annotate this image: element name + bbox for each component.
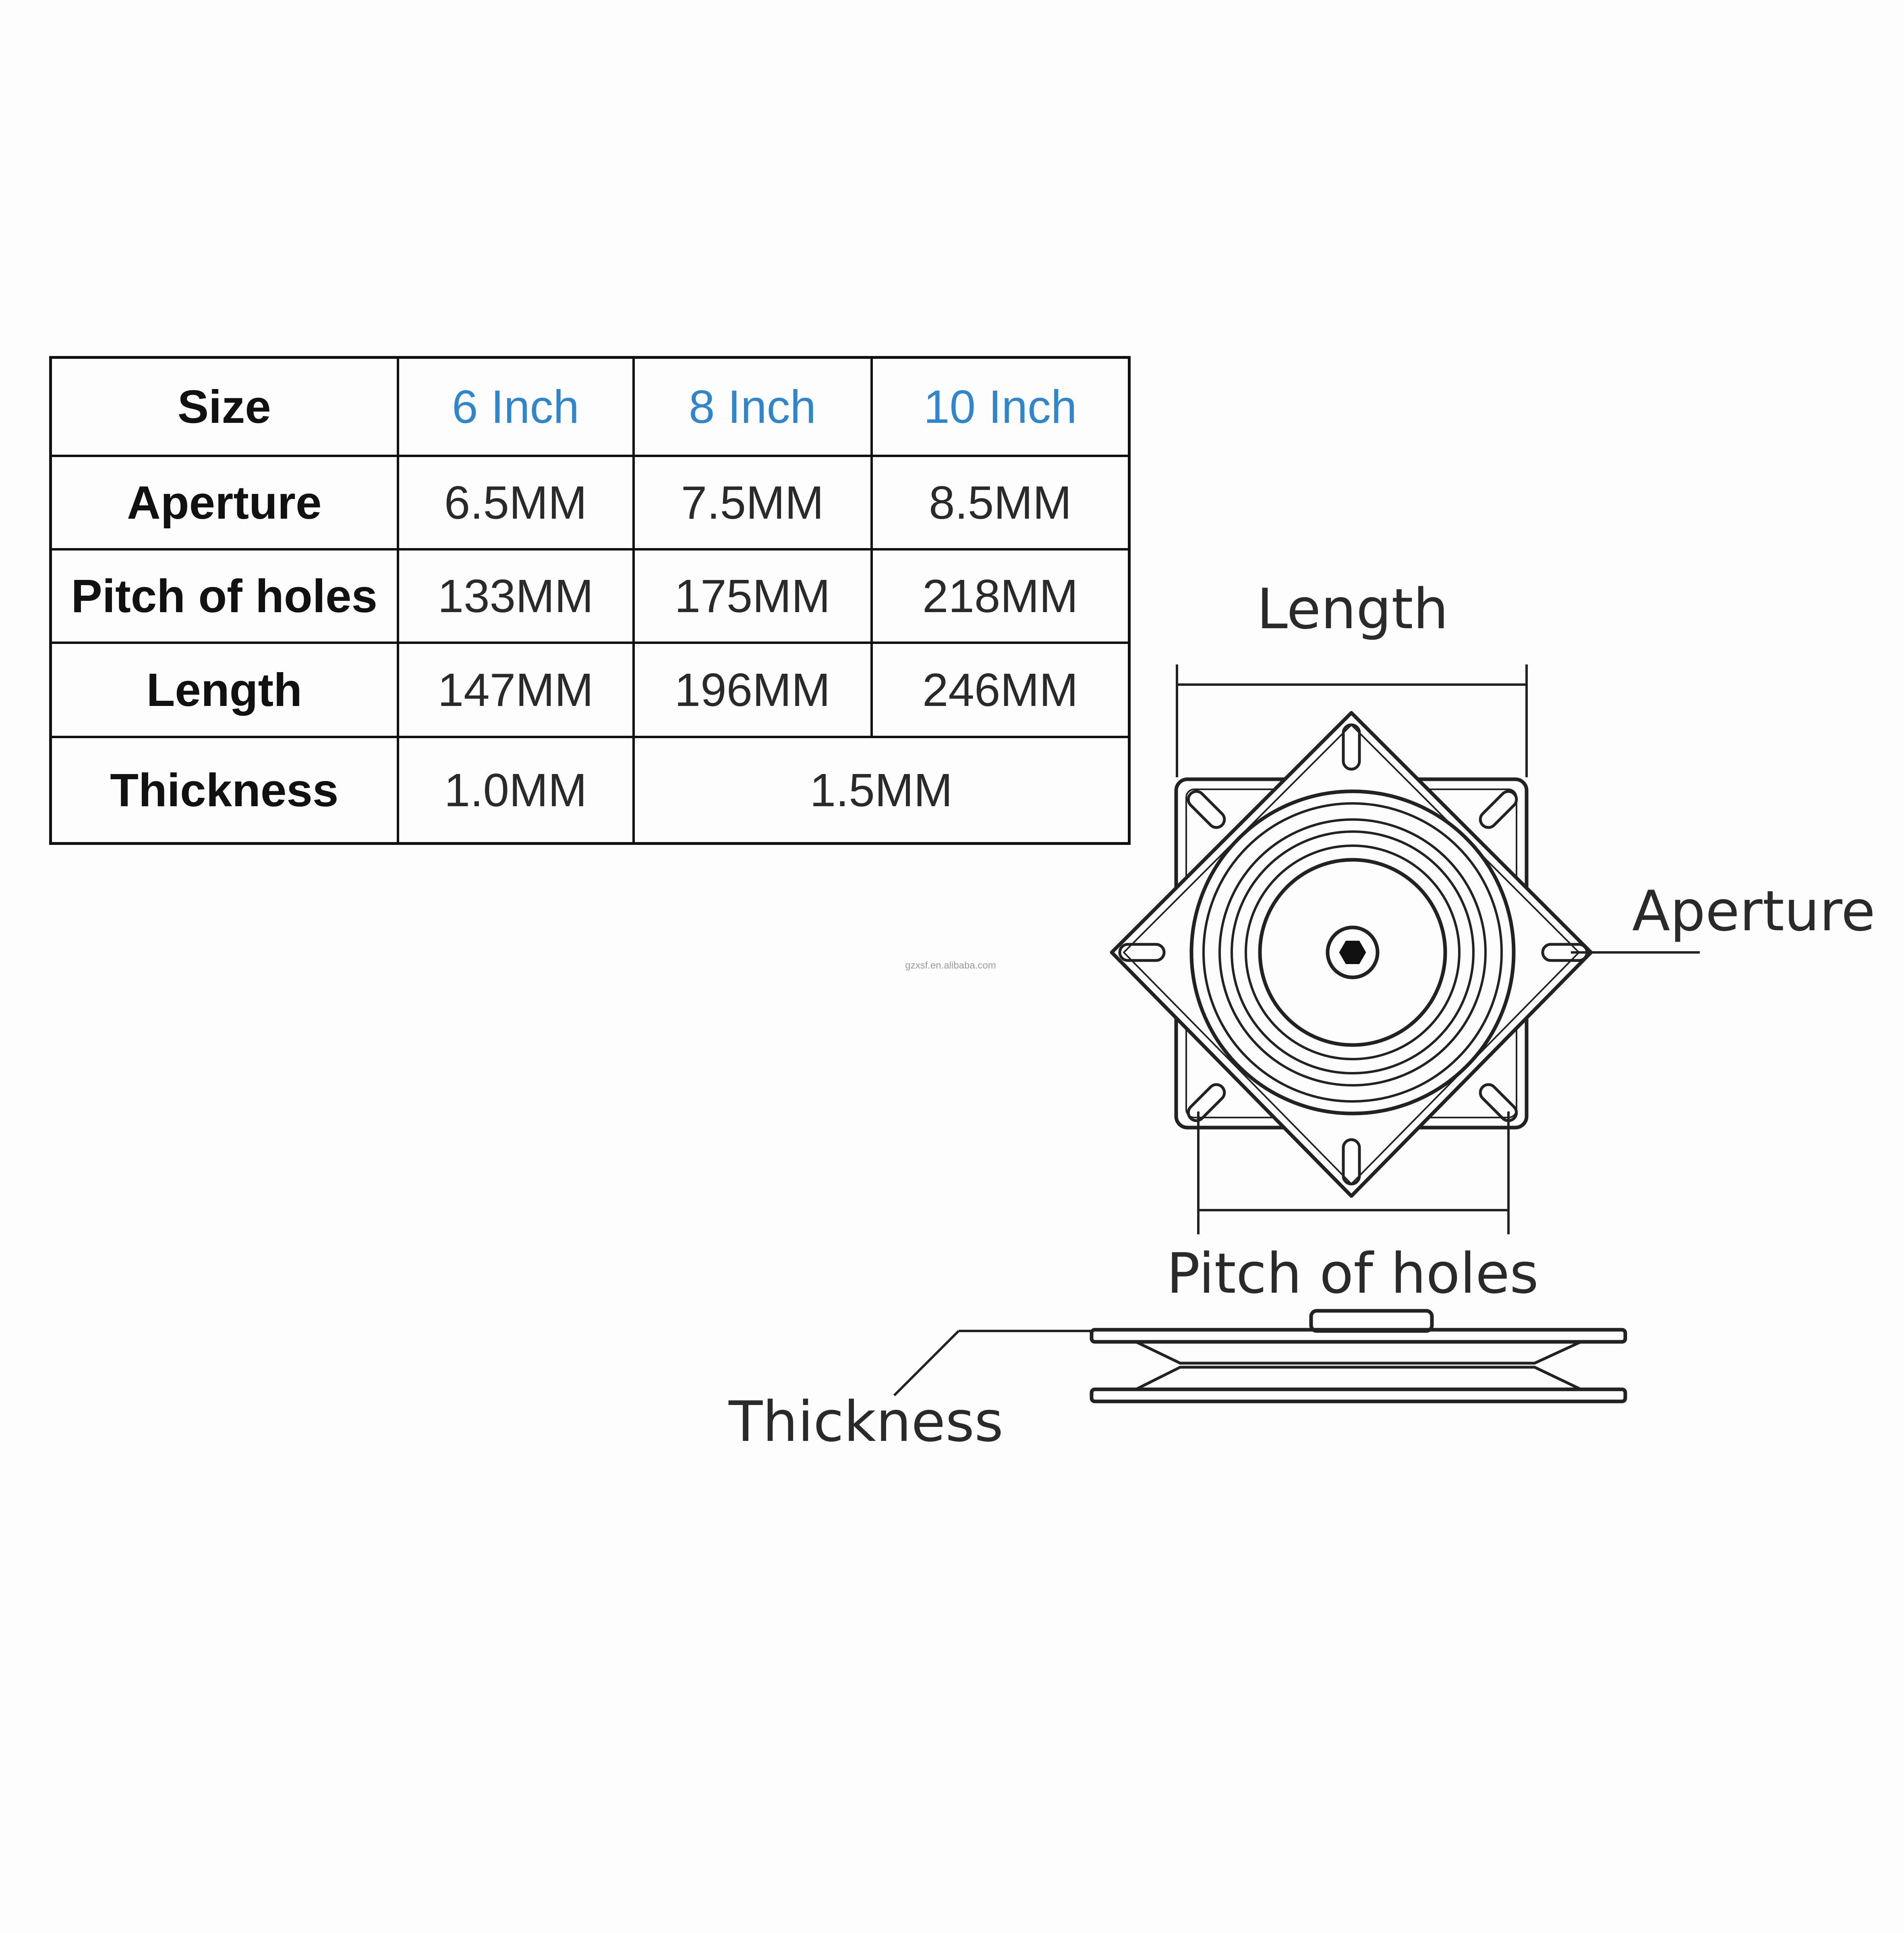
row-label-aperture: Aperture: [49, 454, 399, 551]
table-cell: 7.5MM: [632, 454, 873, 551]
table-cell: 196MM: [632, 641, 873, 738]
length-label: Length: [1257, 577, 1448, 642]
table-cell: 218MM: [870, 548, 1131, 644]
table-header-row: Size 6 Inch 8 Inch 10 Inch: [49, 356, 1131, 457]
row-label-length: Length: [49, 641, 399, 738]
center-hole: [1326, 925, 1380, 979]
row-label-pitch: Pitch of holes: [49, 548, 399, 644]
size-10-inch: 10 Inch: [870, 356, 1131, 457]
table-cell: 246MM: [870, 641, 1131, 738]
watermark: gzxsf.en.alibaba.com: [905, 960, 996, 971]
spec-table: Size 6 Inch 8 Inch 10 Inch Aperture 6.5M…: [49, 356, 1131, 845]
slot: [1479, 1083, 1518, 1122]
center-hex: [1339, 941, 1366, 964]
length-dimension: [1176, 664, 1528, 777]
size-header: Size: [49, 356, 399, 457]
slot: [1342, 1138, 1361, 1186]
table-cell: 1.0MM: [396, 735, 635, 845]
size-6-inch: 6 Inch: [396, 356, 635, 457]
aperture-label: Aperture: [1632, 879, 1875, 944]
outer-ring: [1189, 789, 1516, 1116]
table-row: Thickness 1.0MM 1.5MM: [49, 735, 1131, 845]
table-cell: 8.5MM: [870, 454, 1131, 551]
slot: [1342, 723, 1361, 771]
row-label-thickness: Thickness: [49, 735, 399, 845]
table-row: Pitch of holes 133MM 175MM 218MM: [49, 548, 1131, 644]
slot: [1118, 943, 1166, 962]
table-cell: 6.5MM: [396, 454, 635, 551]
pitch-label: Pitch of holes: [1166, 1241, 1539, 1306]
side-view: [1090, 1309, 1627, 1403]
table-cell-merged: 1.5MM: [632, 735, 1131, 845]
table-cell: 175MM: [632, 548, 873, 644]
thickness-leader: [893, 1330, 1092, 1397]
table-cell: 147MM: [396, 641, 635, 738]
table-row: Length 147MM 196MM 246MM: [49, 641, 1131, 738]
slot: [1479, 790, 1518, 829]
table-row: Aperture 6.5MM 7.5MM 8.5MM: [49, 454, 1131, 551]
slot: [1187, 1083, 1226, 1122]
slot: [1187, 790, 1226, 829]
size-8-inch: 8 Inch: [632, 356, 873, 457]
top-view: [1110, 711, 1593, 1198]
thickness-label: Thickness: [728, 1389, 1003, 1454]
table-cell: 133MM: [396, 548, 635, 644]
pitch-dimension: [1197, 1111, 1510, 1234]
